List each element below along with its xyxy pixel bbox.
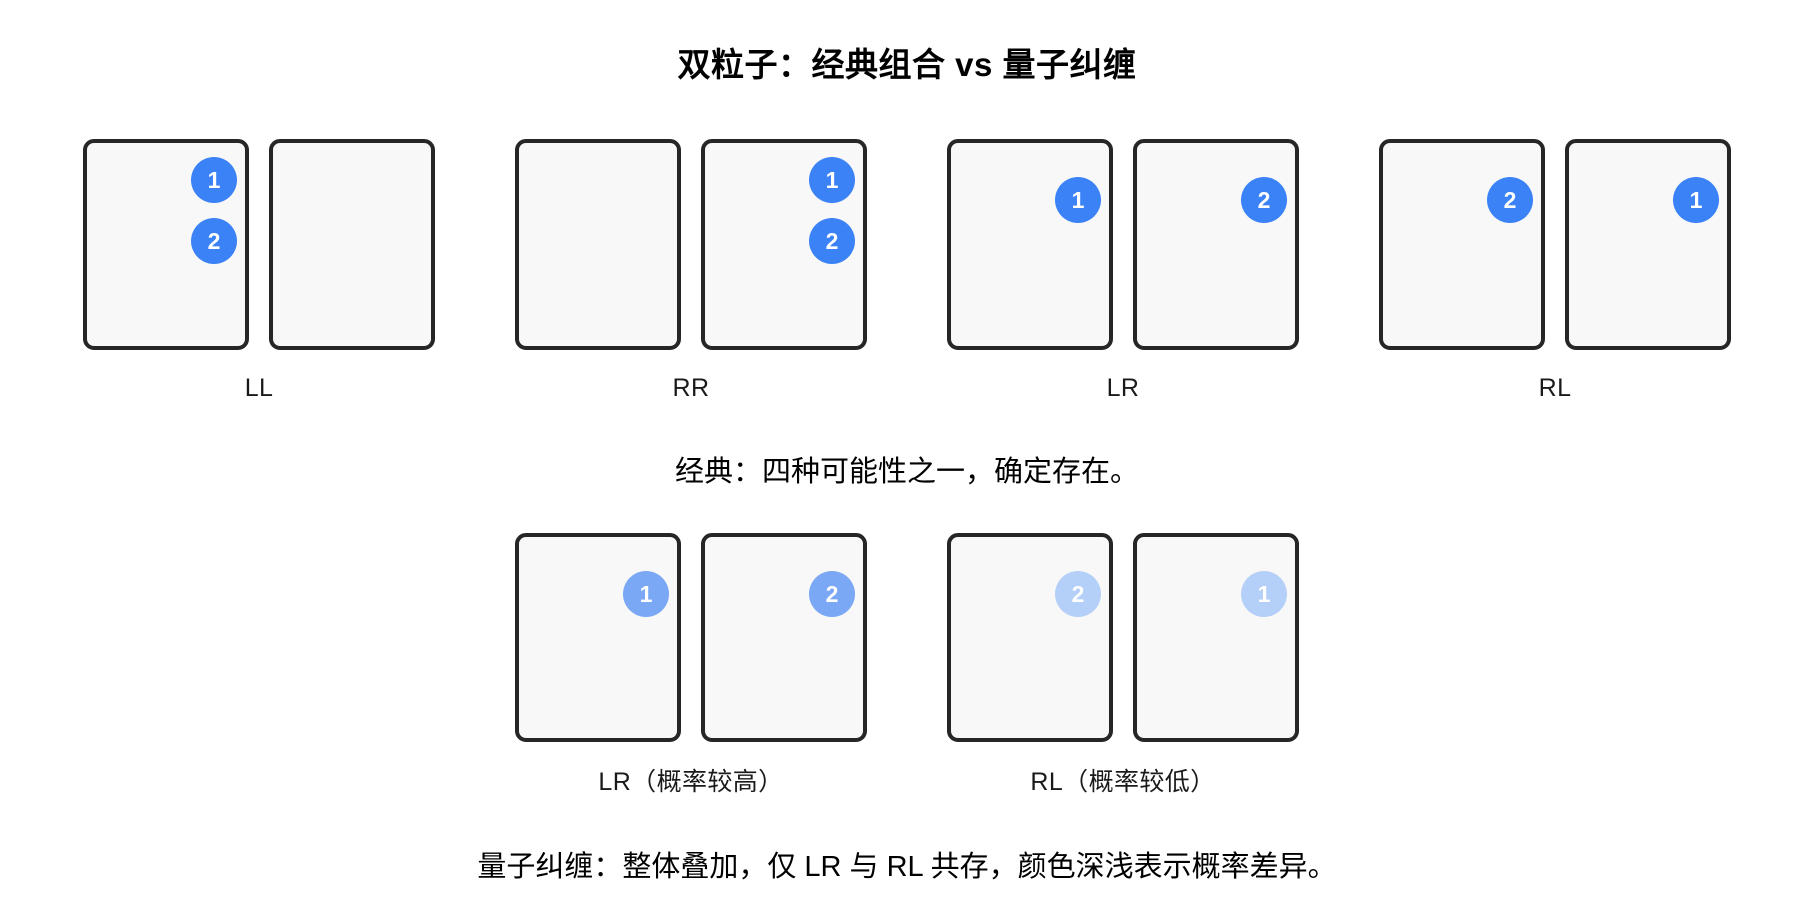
group-label: LR（概率较高） — [598, 768, 784, 796]
particle-1-icon: 1 — [1241, 571, 1287, 617]
right-box[interactable]: 1 — [1565, 139, 1731, 350]
particle-2-icon: 2 — [809, 571, 855, 617]
particle-2-icon: 2 — [1487, 177, 1533, 223]
particle-1-icon: 1 — [1055, 177, 1101, 223]
group-label: RL（概率较低） — [1030, 768, 1216, 796]
particle-1-icon: 1 — [623, 571, 669, 617]
particle-2-icon: 2 — [191, 218, 237, 264]
group-label: LR — [1106, 374, 1140, 402]
right-box[interactable]: 2 — [1133, 139, 1299, 350]
group-label: RR — [672, 374, 710, 402]
particle-2-icon: 2 — [1241, 177, 1287, 223]
group-label: LL — [244, 374, 274, 402]
left-box[interactable]: 2 — [947, 533, 1113, 742]
left-box[interactable]: 1 — [515, 533, 681, 742]
particle-1-icon: 1 — [809, 157, 855, 203]
particle-2-icon: 2 — [809, 218, 855, 264]
right-box[interactable] — [269, 139, 435, 350]
left-box[interactable] — [515, 139, 681, 350]
left-box[interactable]: 2 — [1379, 139, 1545, 350]
quantum-caption: 量子纠缠：整体叠加，仅 LR 与 RL 共存，颜色深浅表示概率差异。 — [477, 851, 1337, 883]
particle-1-icon: 1 — [191, 157, 237, 203]
right-box[interactable]: 1 — [1133, 533, 1299, 742]
right-box[interactable]: 2 — [701, 533, 867, 742]
left-box[interactable]: 1 — [947, 139, 1113, 350]
group-label: RL — [1538, 374, 1572, 402]
classical-caption: 经典：四种可能性之一，确定存在。 — [674, 456, 1139, 488]
page-title: 双粒子：经典组合 vs 量子纠缠 — [677, 46, 1137, 83]
particle-1-icon: 1 — [1673, 177, 1719, 223]
particle-2-icon: 2 — [1055, 571, 1101, 617]
